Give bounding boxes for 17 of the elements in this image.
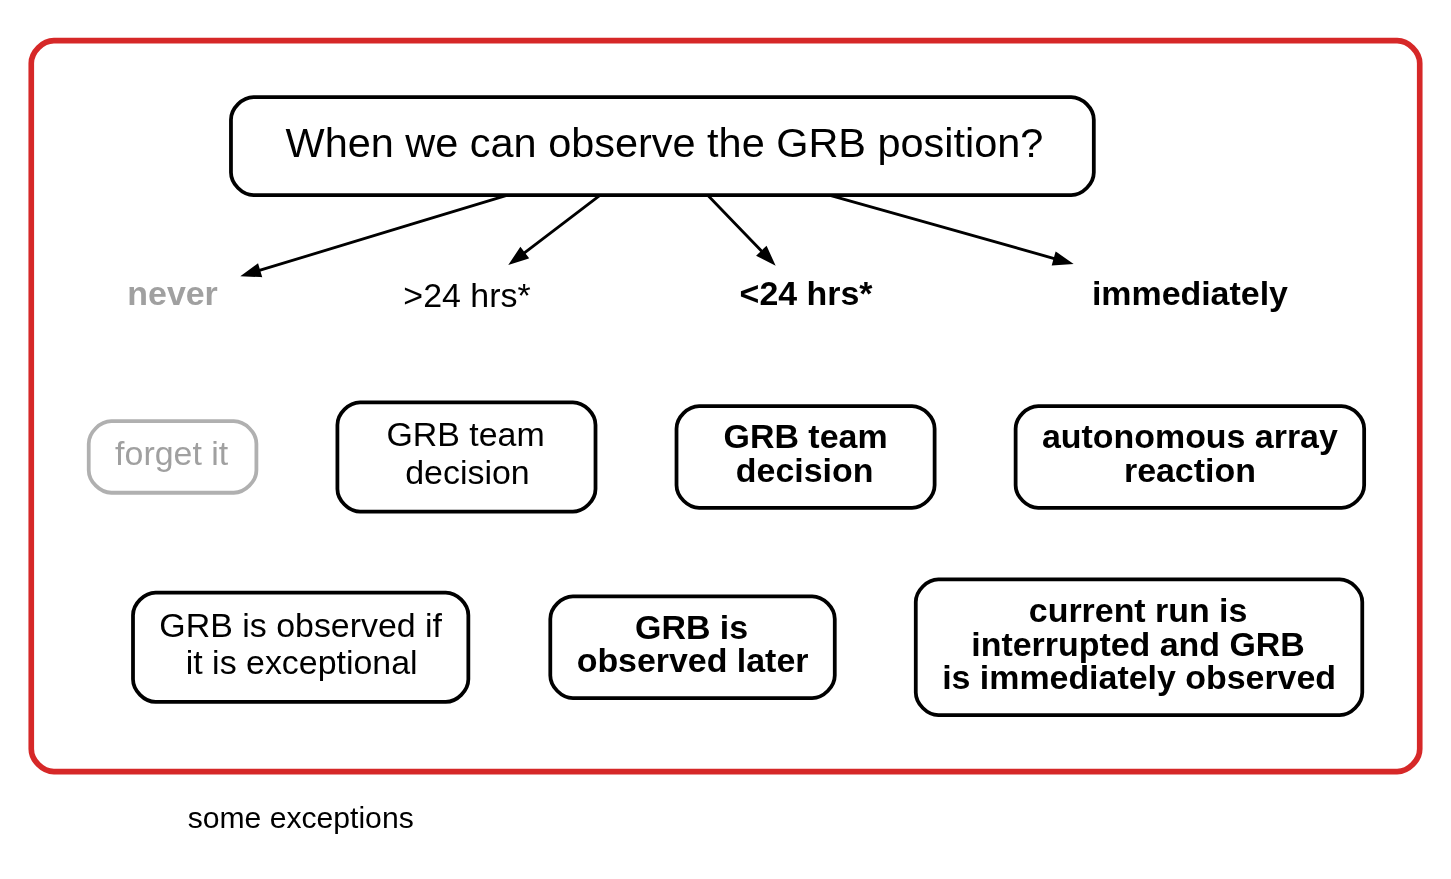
node-box: GRB is observed later bbox=[548, 594, 837, 700]
node-text: <24 hrs* bbox=[739, 273, 873, 312]
arrow bbox=[829, 193, 1074, 265]
node-text: immediately bbox=[1091, 273, 1288, 312]
node-box: GRB team decision bbox=[335, 399, 598, 513]
node-box: GRB is observed if it is exceptional bbox=[131, 590, 471, 704]
node-box: forget it bbox=[86, 418, 259, 495]
node-box: autonomous array reaction bbox=[1013, 403, 1367, 510]
cluster bbox=[28, 37, 1423, 774]
label: some exceptions bbox=[187, 800, 414, 834]
arrow bbox=[240, 193, 508, 277]
node-text: >24 hrs* bbox=[403, 275, 531, 314]
node-box: GRB team decision bbox=[674, 403, 937, 510]
node-text: never bbox=[127, 273, 218, 312]
arrow bbox=[707, 194, 776, 266]
node-box: When we can observe the GRB position? bbox=[229, 94, 1096, 197]
node-box: current run is interrupted and GRB is immediately observed bbox=[913, 577, 1365, 717]
